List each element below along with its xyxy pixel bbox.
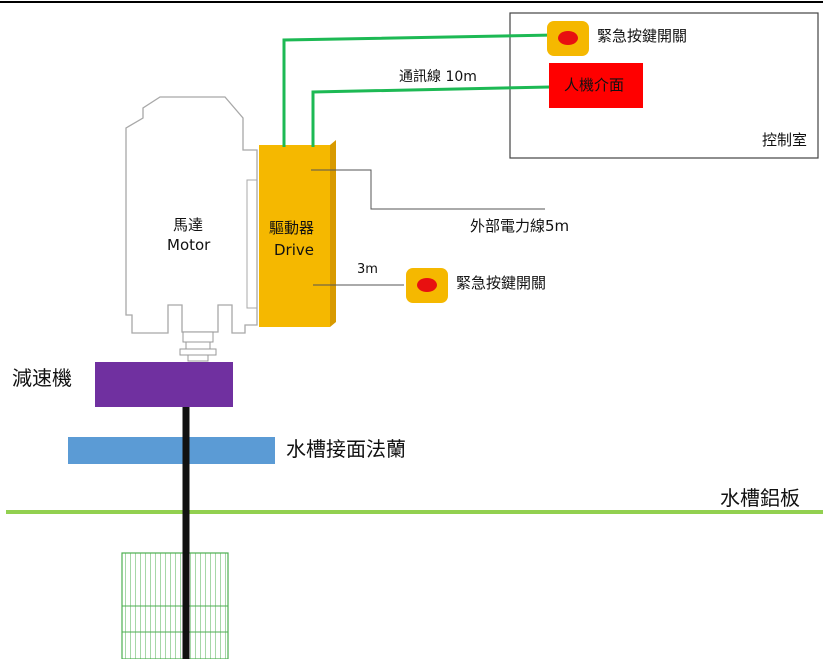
motor-label-en: Motor [167,236,211,254]
comm-cable-line [311,85,551,147]
drive-label-en: Drive [274,241,314,259]
comm-cable-label: 通訊線 10m [399,69,477,85]
external-power-line [311,169,545,210]
drive-side-face [330,140,336,327]
motor-side-panel [246,179,258,309]
drive-label-zh: 驅動器 [269,219,315,237]
coupling [179,331,217,362]
reducer-label: 減速機 [12,366,72,390]
motor-outline [125,96,258,334]
emergency-switch-side-label: 緊急按鍵開關 [456,274,547,292]
cable-3m-label: 3m [357,262,378,277]
hmi-box [549,63,643,108]
flange-bar [68,437,275,464]
emergency-button-side [417,278,437,292]
drive-box [259,145,330,327]
emergency-switch-top-label: 緊急按鍵開關 [597,27,688,45]
hmi-label: 人機介面 [564,76,625,94]
tank-plate-label: 水槽鋁板 [720,486,800,510]
motor-label-zh: 馬達 [173,216,204,234]
agitator-grid [121,552,229,659]
reducer-box [95,362,233,407]
control-room-label: 控制室 [762,131,808,149]
external-power-label: 外部電力線5m [470,217,570,235]
emergency-button-top [558,31,578,45]
flange-label: 水槽接面法蘭 [286,437,406,461]
cable-to-top-emergency [282,33,556,147]
